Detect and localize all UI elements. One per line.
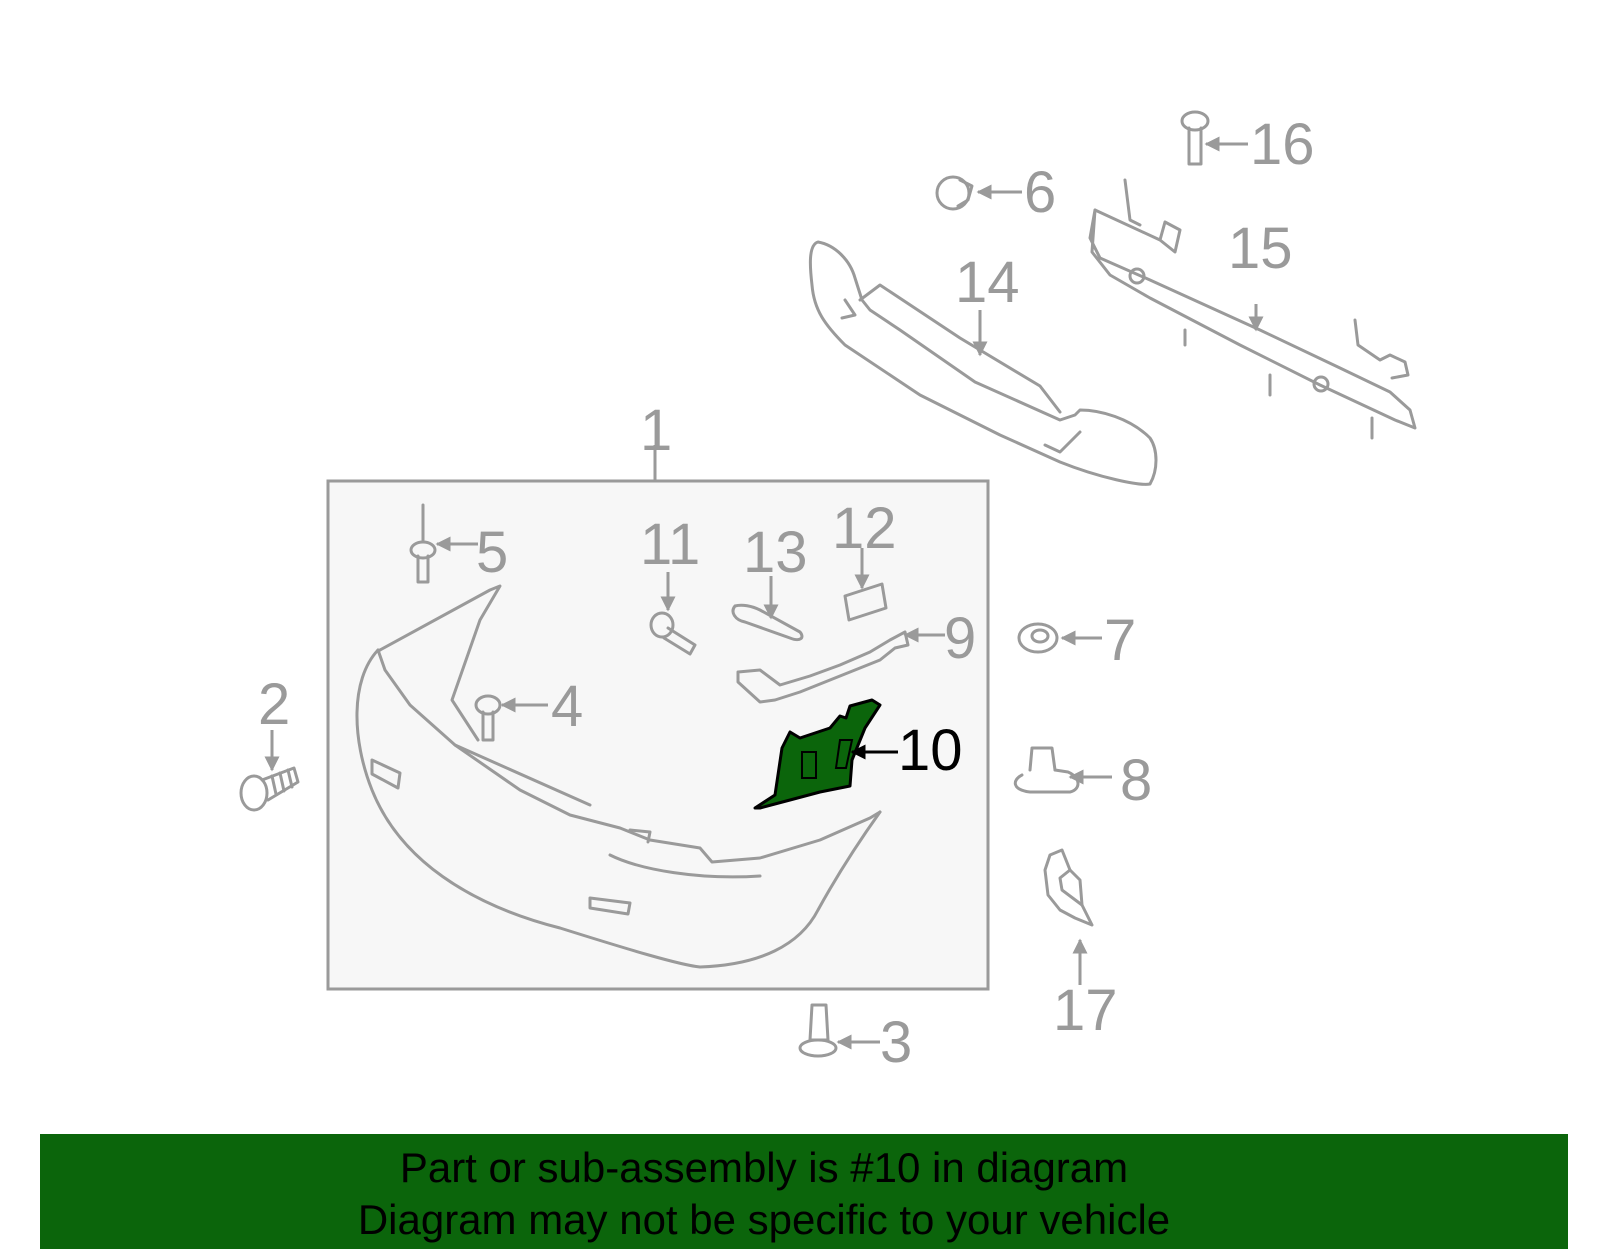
- part-8-clip-nut[interactable]: [1013, 746, 1080, 794]
- part-9-bracket[interactable]: [736, 630, 910, 704]
- part-16-bolt[interactable]: [1180, 110, 1210, 166]
- callout-1: 1: [640, 398, 672, 463]
- banner-line-2: Diagram may not be specific to your vehi…: [357, 1196, 1171, 1243]
- callout-8: 8: [1120, 748, 1152, 813]
- callout-14: 14: [955, 250, 1020, 315]
- callout-3: 3: [880, 1010, 912, 1075]
- part-15-reinforcement[interactable]: [1088, 178, 1417, 440]
- part-14-absorber[interactable]: [808, 240, 1158, 486]
- part-6-clip[interactable]: [935, 175, 974, 211]
- part-11-screw[interactable]: [649, 611, 697, 656]
- part-13-strip[interactable]: [731, 603, 804, 642]
- callout-15: 15: [1228, 216, 1293, 281]
- bumper-assembly-box: [326, 479, 990, 991]
- part-12-pad[interactable]: [843, 582, 888, 622]
- callout-13: 13: [743, 520, 808, 585]
- callout-10: 10: [898, 718, 963, 783]
- part-4-screw[interactable]: [474, 694, 502, 742]
- callout-2: 2: [258, 672, 290, 737]
- callout-11: 11: [640, 512, 700, 577]
- callout-4: 4: [551, 674, 583, 739]
- part-5-screw[interactable]: [409, 503, 437, 584]
- callout-9: 9: [944, 606, 976, 671]
- part-10-bracket-highlighted[interactable]: [753, 698, 882, 810]
- banner-line-1: Part or sub-assembly is #10 in diagram: [399, 1144, 1129, 1191]
- callout-17: 17: [1053, 978, 1118, 1043]
- part-3-bolt[interactable]: [798, 1003, 838, 1058]
- callout-7: 7: [1104, 608, 1136, 673]
- info-banner: Part or sub-assembly is #10 in diagram D…: [40, 1134, 1568, 1249]
- callout-16: 16: [1250, 112, 1315, 177]
- callout-12: 12: [832, 496, 897, 561]
- callout-5: 5: [476, 520, 508, 585]
- part-2-screw[interactable]: [239, 766, 300, 812]
- callout-6: 6: [1024, 160, 1056, 225]
- part-1-bumper-cover[interactable]: [355, 584, 882, 969]
- part-7-nut[interactable]: [1017, 622, 1059, 654]
- part-17-bracket[interactable]: [1043, 848, 1094, 927]
